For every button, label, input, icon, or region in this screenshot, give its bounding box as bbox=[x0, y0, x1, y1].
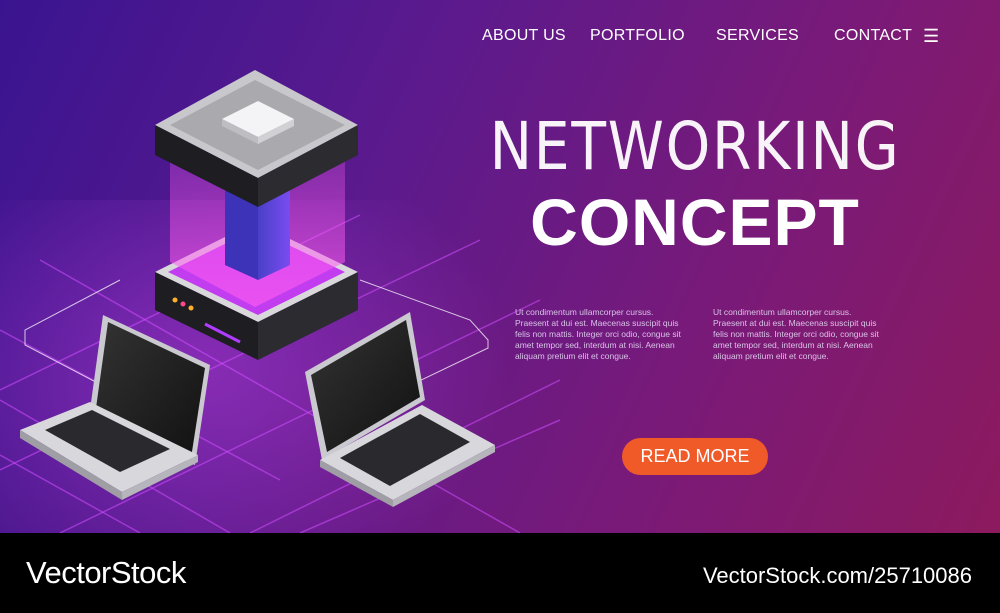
vectorstock-logo: VectorStock bbox=[26, 555, 186, 590]
server-top bbox=[155, 70, 358, 207]
hero-paragraph-2: Ut condimentum ullamcorper cursus. Praes… bbox=[713, 307, 879, 361]
watermark-bar: VectorStock VectorStock.com/25710086 bbox=[0, 533, 1000, 613]
top-nav: ABOUT US PORTFOLIO SERVICES CONTACT ☰ bbox=[0, 26, 1000, 49]
read-more-button[interactable]: READ MORE bbox=[622, 438, 768, 475]
laptop-left bbox=[20, 315, 210, 500]
hero-section: ABOUT US PORTFOLIO SERVICES CONTACT ☰ NE… bbox=[0, 0, 1000, 533]
nav-portfolio[interactable]: PORTFOLIO bbox=[590, 27, 685, 44]
nav-contact[interactable]: CONTACT bbox=[834, 27, 913, 44]
laptop-right bbox=[305, 312, 495, 507]
image-id-text: VectorStock.com/25710086 bbox=[702, 563, 972, 588]
nav-about-us[interactable]: ABOUT US bbox=[482, 27, 566, 44]
hero-title-line1: NETWORKING bbox=[489, 108, 901, 185]
hero-paragraph-1: Ut condimentum ullamcorper cursus. Praes… bbox=[515, 307, 681, 361]
server-pillar bbox=[225, 185, 290, 280]
hero-title-line2: CONCEPT bbox=[530, 185, 860, 259]
nav-services[interactable]: SERVICES bbox=[716, 27, 800, 44]
hamburger-icon[interactable]: ☰ bbox=[923, 26, 940, 46]
network-illustration bbox=[0, 70, 560, 533]
